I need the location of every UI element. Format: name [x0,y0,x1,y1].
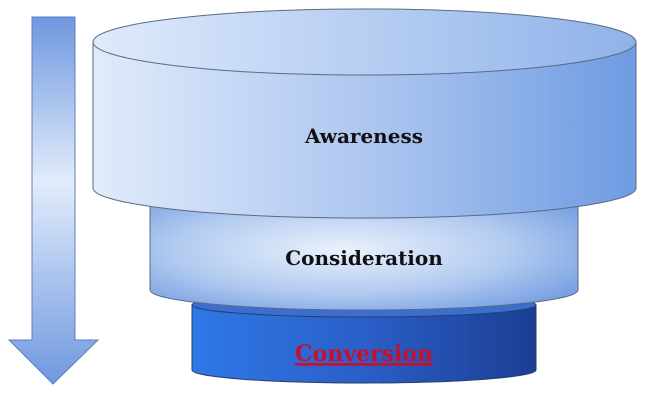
funnel-stage-awareness [92,8,637,219]
funnel-stage-consideration [149,199,579,311]
consideration-label: Consideration [285,246,443,270]
down-arrow-icon [7,16,100,385]
conversion-label: Conversion [295,341,433,367]
awareness-label: Awareness [304,124,423,148]
